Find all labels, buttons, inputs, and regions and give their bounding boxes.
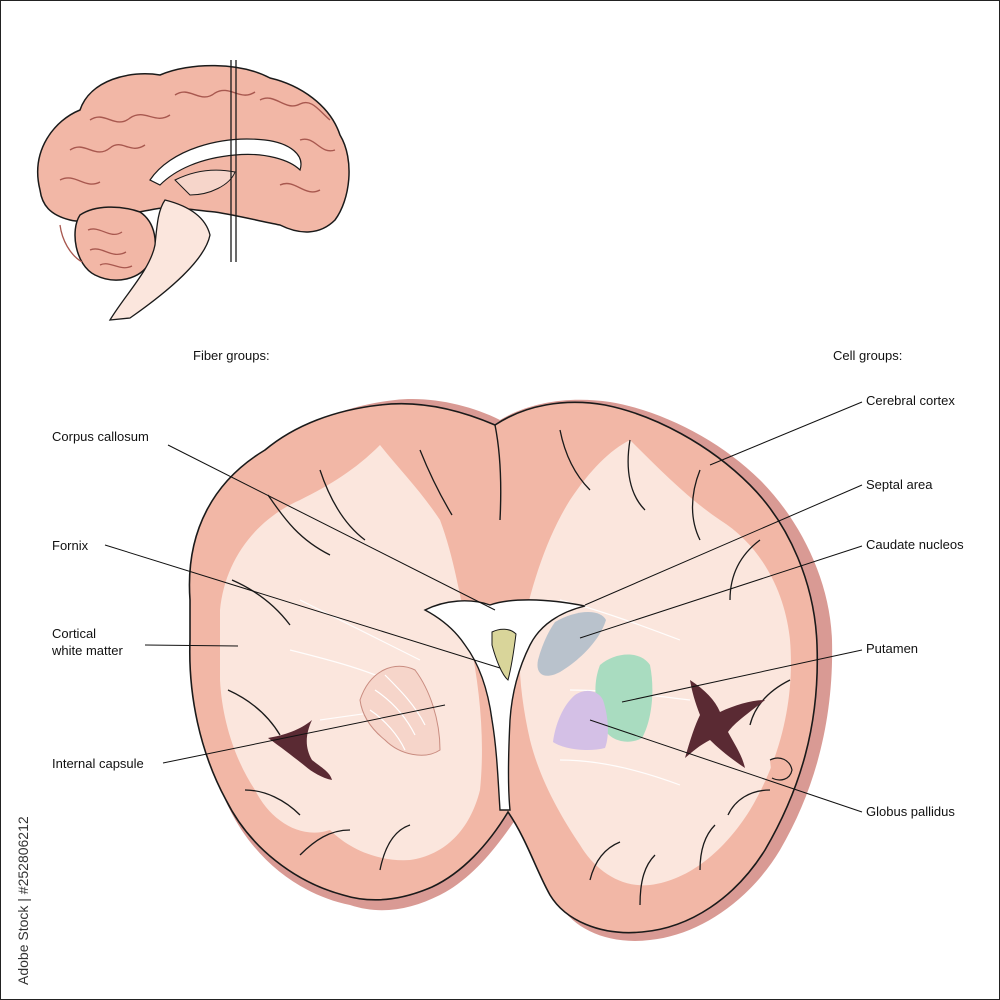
leader-caudate-nucleus	[579, 545, 863, 639]
longitudinal-fissure	[494, 424, 502, 521]
label-putamen: Putamen	[866, 641, 918, 656]
leader-internal-capsule	[162, 704, 446, 764]
white-matter-right	[519, 440, 791, 886]
label-cerebral-cortex: Cerebral cortex	[866, 393, 955, 408]
lateral-ventricles	[423, 599, 586, 811]
sagittal-corpus-callosum	[149, 138, 302, 186]
white-matter-left	[220, 445, 482, 861]
caudate-nucleus-shape	[537, 611, 606, 676]
leader-lines	[104, 401, 863, 813]
leader-cerebral-cortex	[709, 401, 863, 466]
label-cortical-white-matter-line2: white matter	[51, 643, 123, 658]
putamen-shape	[595, 654, 653, 742]
sagittal-cerebellum	[74, 206, 156, 281]
label-cortical-white-matter-line1: Cortical	[52, 626, 96, 641]
cell-groups-header: Cell groups:	[833, 348, 902, 363]
label-internal-capsule: Internal capsule	[52, 756, 144, 771]
internal-capsule-region	[359, 665, 441, 756]
fornix-shape	[491, 628, 517, 681]
sagittal-brainstem	[108, 199, 211, 321]
label-globus-pallidus: Globus pallidus	[866, 804, 955, 819]
stock-credit-watermark: Adobe Stock | #252806212	[15, 816, 31, 985]
label-septal-area: Septal area	[866, 477, 933, 492]
sagittal-brain-thumbnail	[37, 60, 350, 321]
leader-fornix	[104, 544, 501, 669]
label-corpus-callosum: Corpus callosum	[52, 429, 149, 444]
globus-pallidus-shape	[553, 690, 608, 750]
leader-corpus-callosum	[167, 444, 496, 611]
leader-putamen	[621, 649, 863, 703]
leader-cortical-white-matter	[144, 644, 239, 647]
leader-septal-area	[584, 484, 863, 606]
lateral-sulcus-left	[268, 720, 332, 780]
fiber-groups-header: Fiber groups:	[193, 348, 270, 363]
label-caudate-nucleus: Caudate nucleos	[866, 537, 964, 552]
lateral-sulcus-right	[685, 680, 765, 768]
coronal-brain-section	[188, 399, 833, 941]
label-fornix: Fornix	[52, 538, 89, 553]
leader-globus-pallidus	[589, 719, 863, 813]
